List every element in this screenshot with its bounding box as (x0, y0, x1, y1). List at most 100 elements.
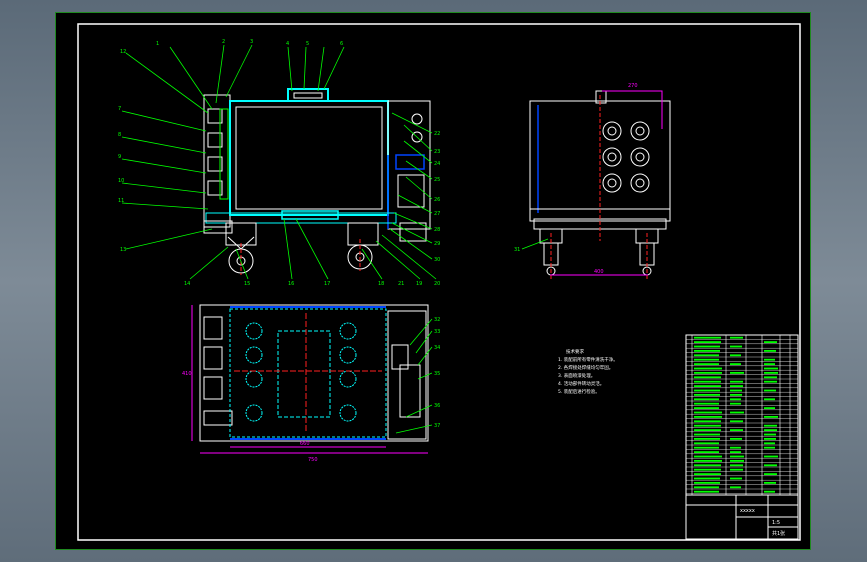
parts-list-entry-mark (764, 372, 778, 374)
parts-list-entry-mark (764, 416, 778, 418)
notes-line: 5. 装配后进行检验。 (558, 388, 600, 395)
parts-list-entry-mark (694, 372, 722, 374)
balloon-label: 27 (434, 211, 440, 217)
technical-notes: 技术要求 1. 装配前所有零件清洗干净。 2. 各焊接处焊缝均匀牢固。 3. 表… (558, 348, 618, 395)
parts-list-entry-mark (694, 389, 720, 392)
parts-list-entry-mark (730, 477, 742, 480)
parts-list-entry-mark (694, 376, 721, 379)
parts-list-entry-mark (694, 350, 720, 352)
parts-list-entry-mark (730, 468, 743, 471)
parts-list-entry-mark (694, 455, 722, 458)
balloon-label: 21 (398, 281, 404, 287)
parts-list-entry-mark (730, 429, 743, 431)
parts-list-entry-mark (764, 482, 776, 484)
dimension-label: 410 (182, 371, 192, 377)
title-block (685, 494, 799, 540)
notes-line: 3. 表面喷漆处理。 (558, 372, 595, 379)
balloon-label: 17 (324, 281, 330, 287)
balloon-label: 11 (118, 198, 124, 204)
balloon-label: 37 (434, 423, 440, 429)
parts-list-entry-mark (730, 438, 742, 440)
parts-list-entry-mark (694, 394, 720, 396)
dimension-label: 660 (300, 441, 310, 447)
parts-list-entry-mark (694, 486, 719, 489)
parts-list-entry-mark (694, 446, 719, 449)
parts-list-entry-mark (694, 442, 719, 445)
parts-list-entry-mark (730, 411, 744, 414)
notes-title: 技术要求 (566, 348, 584, 355)
parts-list-entry-mark (764, 473, 777, 475)
parts-list-entry-mark (694, 363, 719, 365)
title-block-text: xxxxx 1:5 共1张 (740, 508, 785, 537)
balloon-label: 31 (514, 247, 520, 253)
balloon-label: 29 (434, 241, 440, 247)
parts-list-entry-mark (694, 460, 722, 462)
balloon-label: 26 (434, 197, 440, 203)
balloon-label: 28 (434, 227, 440, 233)
balloon-label: 30 (434, 257, 440, 263)
front-view-leaders (121, 44, 437, 280)
parts-list-entry-mark (694, 336, 721, 339)
parts-list-entry-mark (694, 345, 720, 348)
parts-list-entry-mark (694, 402, 719, 405)
parts-list-entry-mark (764, 424, 777, 427)
parts-list-entry-mark (730, 486, 741, 489)
parts-list-entry-mark (730, 420, 743, 423)
balloon-label: 24 (434, 161, 440, 167)
assembly-drawing: 1 2 3 4 5 6 7 8 9 10 11 12 13 14 15 16 1… (77, 23, 801, 541)
parts-list-entry-mark (694, 451, 719, 453)
parts-list-entry-mark (694, 367, 722, 370)
balloon-label: 9 (118, 154, 121, 160)
parts-list-entry-mark (730, 464, 743, 467)
parts-list-entry-mark (764, 446, 775, 449)
drawing-border (77, 23, 801, 541)
balloon-label: 7 (118, 106, 121, 112)
balloon-label: 35 (434, 371, 440, 377)
balloon-label: 5 (306, 41, 309, 47)
parts-list-entry-mark (764, 363, 775, 365)
balloon-label: 2 (222, 39, 225, 45)
sheet-label: 共1张 (772, 530, 785, 537)
parts-list-entry-mark (730, 451, 741, 453)
parts-list-entry-mark (694, 420, 721, 423)
balloon-label: 8 (118, 132, 121, 138)
balloon-label: 25 (434, 177, 440, 183)
parts-list-entry-mark (764, 376, 777, 379)
plan-view-annotations: 32 33 34 35 36 37 660 750 410 (182, 317, 440, 463)
parts-list-entry-mark (764, 341, 777, 343)
balloon-label: 12 (120, 49, 126, 55)
parts-list-entry-mark (764, 398, 775, 401)
parts-list-entry-mark (730, 380, 743, 383)
drawing-name: xxxxx (740, 508, 755, 514)
parts-list-entry-mark (730, 402, 741, 405)
parts-list-entry-mark (694, 407, 719, 409)
balloon-label: 4 (286, 41, 289, 47)
parts-list (685, 334, 799, 496)
dimension-label: 750 (308, 457, 318, 463)
parts-list-entry-mark (730, 455, 744, 458)
parts-list-entry-mark (764, 429, 777, 431)
parts-list-entry-mark (764, 358, 775, 361)
balloon-label: 1 (156, 41, 159, 47)
parts-list-entry-mark (730, 354, 741, 357)
parts-list-entry-mark (764, 389, 776, 392)
parts-list-entry-mark (694, 482, 720, 484)
balloon-label: 34 (434, 345, 440, 351)
parts-list-entry-mark (730, 460, 744, 462)
parts-list-entry-mark (764, 442, 775, 445)
scale-label: 1:5 (772, 520, 780, 526)
parts-list-entry-mark (694, 464, 721, 467)
parts-list-entry-mark (764, 438, 776, 440)
balloon-label: 13 (120, 247, 126, 253)
parts-list-entry-mark (730, 398, 741, 401)
parts-list-entry-mark (764, 433, 776, 436)
balloon-label: 20 (434, 281, 440, 287)
notes-line: 2. 各焊接处焊缝均匀牢固。 (558, 364, 613, 371)
balloon-label: 15 (244, 281, 250, 287)
parts-list-entry-mark (730, 394, 742, 396)
parts-list-entry-mark (730, 372, 744, 374)
balloon-label: 32 (434, 317, 440, 323)
front-view-balloons: 1 2 3 4 5 6 7 8 9 10 11 12 13 14 15 16 1… (118, 39, 440, 287)
parts-list-entry-mark (764, 407, 775, 409)
balloon-label: 6 (340, 41, 343, 47)
